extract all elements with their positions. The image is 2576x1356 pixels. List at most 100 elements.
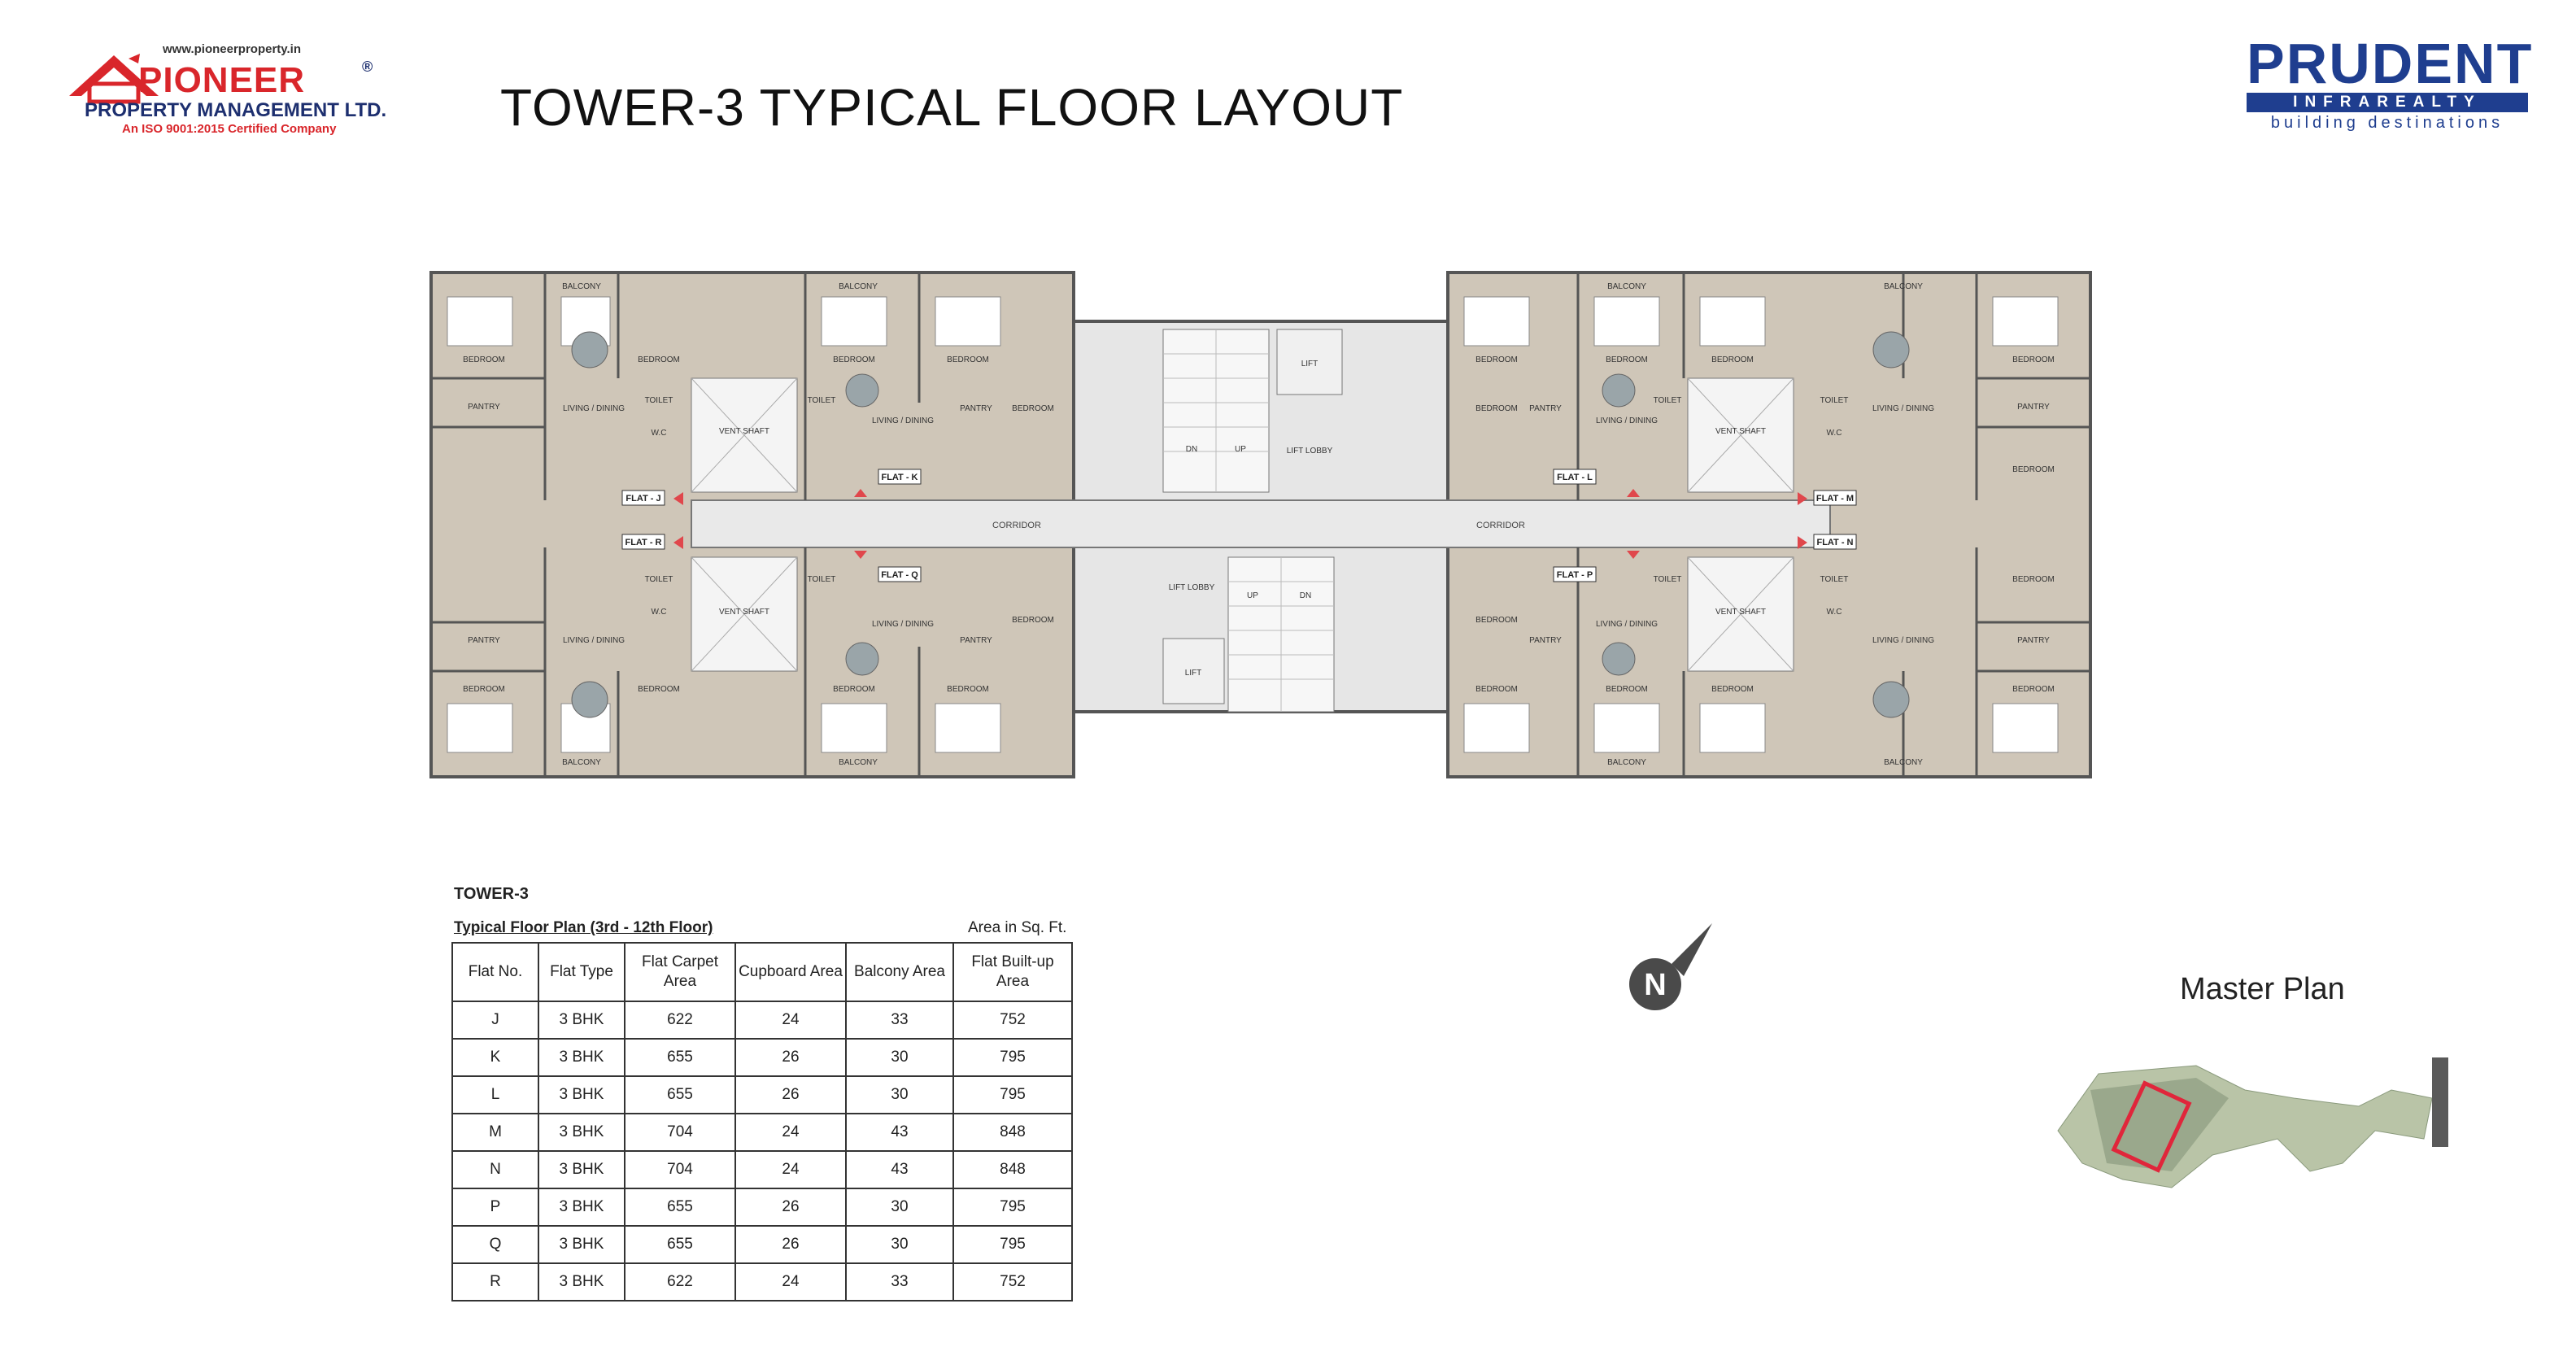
area-table: Flat No. Flat Type Flat Carpet Area Cupb… <box>451 942 1073 1301</box>
room-pantry: PANTRY <box>468 636 500 645</box>
cell-builtup: 795 <box>952 1188 1073 1227</box>
corridor-label-left: CORRIDOR <box>992 521 1041 530</box>
room-toilet: TOILET <box>808 396 836 405</box>
room-pantry: PANTRY <box>1529 404 1562 413</box>
col-header: Flat No. <box>451 942 539 1002</box>
room-balcony: BALCONY <box>1607 282 1646 291</box>
tower-highlight <box>2111 1080 2192 1173</box>
room-toilet: TOILET <box>1820 396 1849 405</box>
room-bedroom: BEDROOM <box>1475 404 1518 413</box>
cell-flat-type: 3 BHK <box>538 1225 625 1264</box>
room-toilet: TOILET <box>1654 575 1682 584</box>
col-header: Balcony Area <box>845 942 954 1002</box>
cell-balcony: 33 <box>845 1262 954 1301</box>
room-living: LIVING / DINING <box>563 404 625 413</box>
cell-balcony: 30 <box>845 1188 954 1227</box>
cell-balcony: 30 <box>845 1225 954 1264</box>
vent-shaft-label: VENT SHAFT <box>1715 608 1766 617</box>
cell-cupboard: 26 <box>734 1038 847 1077</box>
room-balcony: BALCONY <box>1884 758 1923 767</box>
stair-up-label: UP <box>1247 591 1258 600</box>
room-wc: W.C <box>652 429 667 438</box>
lift-label: LIFT <box>1301 360 1319 368</box>
cell-carpet: 655 <box>624 1038 736 1077</box>
cell-balcony: 43 <box>845 1113 954 1152</box>
room-bedroom: BEDROOM <box>1475 355 1518 364</box>
flat-label-k: FLAT - K <box>881 473 918 482</box>
room-bedroom: BEDROOM <box>2012 685 2055 694</box>
cell-carpet: 622 <box>624 1262 736 1301</box>
corridor-label-right: CORRIDOR <box>1476 521 1525 530</box>
cell-flat-type: 3 BHK <box>538 1150 625 1189</box>
lift-lobby-label: LIFT LOBBY <box>1169 583 1215 592</box>
vent-shaft-label: VENT SHAFT <box>1715 427 1766 436</box>
room-toilet: TOILET <box>645 396 673 405</box>
cell-builtup: 795 <box>952 1225 1073 1264</box>
prudent-brand-name: PRUDENT <box>2247 32 2534 95</box>
page-title: TOWER-3 TYPICAL FLOOR LAYOUT <box>500 78 1404 137</box>
entry-arrow-icon <box>854 551 867 559</box>
room-bedroom: BEDROOM <box>1475 685 1518 694</box>
cell-flat-type: 3 BHK <box>538 1188 625 1227</box>
cell-builtup: 752 <box>952 1262 1073 1301</box>
flat-label-l: FLAT - L <box>1557 473 1593 482</box>
room-pantry: PANTRY <box>468 403 500 412</box>
stair-dn-label: DN <box>1186 445 1197 454</box>
room-bedroom: BEDROOM <box>1606 685 1648 694</box>
room-toilet: TOILET <box>645 575 673 584</box>
room-pantry: PANTRY <box>2017 636 2050 645</box>
pioneer-url[interactable]: www.pioneerproperty.in <box>163 42 302 56</box>
cell-flat-type: 3 BHK <box>538 1113 625 1152</box>
room-wc: W.C <box>1827 608 1842 617</box>
registered-mark: ® <box>362 59 373 75</box>
room-living: LIVING / DINING <box>1872 404 1934 413</box>
col-header: Cupboard Area <box>734 942 847 1002</box>
room-living: LIVING / DINING <box>872 620 934 629</box>
room-bedroom: BEDROOM <box>1711 355 1754 364</box>
room-balcony: BALCONY <box>1884 282 1923 291</box>
cell-carpet: 704 <box>624 1150 736 1189</box>
compass-letter: N <box>1644 968 1666 1002</box>
flat-label-r: FLAT - R <box>625 538 661 547</box>
cell-carpet: 655 <box>624 1075 736 1114</box>
house-roof-icon <box>69 54 159 104</box>
room-wc: W.C <box>1827 429 1842 438</box>
prudent-brand-sub: INFRAREALTY <box>2293 94 2482 111</box>
room-bedroom: BEDROOM <box>2012 575 2055 584</box>
room-living: LIVING / DINING <box>1872 636 1934 645</box>
prudent-tagline: building destinations <box>2270 114 2504 132</box>
cell-carpet: 704 <box>624 1113 736 1152</box>
table-subtitle: Typical Floor Plan (3rd - 12th Floor) <box>454 919 713 936</box>
entry-arrow-icon <box>673 536 683 549</box>
room-pantry: PANTRY <box>1529 636 1562 645</box>
stair-dn-label: DN <box>1300 591 1311 600</box>
room-bedroom: BEDROOM <box>1606 355 1648 364</box>
flat-label-p: FLAT - P <box>1557 570 1593 580</box>
table-tower-title: TOWER-3 <box>454 885 529 903</box>
room-bedroom: BEDROOM <box>2012 355 2055 364</box>
col-header: Flat Built-up Area <box>952 942 1073 1002</box>
table-unit: Area in Sq. Ft. <box>968 919 1067 936</box>
lift-bottom <box>1162 638 1225 704</box>
entry-arrow-icon <box>673 492 683 505</box>
cell-builtup: 848 <box>952 1150 1073 1189</box>
room-bedroom: BEDROOM <box>638 685 680 694</box>
cell-flat-no: L <box>451 1075 539 1114</box>
cell-flat-type: 3 BHK <box>538 1038 625 1077</box>
room-pantry: PANTRY <box>2017 403 2050 412</box>
room-toilet: TOILET <box>1820 575 1849 584</box>
room-bedroom: BEDROOM <box>2012 465 2055 474</box>
col-header: Flat Carpet Area <box>624 942 736 1002</box>
flat-label-j: FLAT - J <box>625 494 660 504</box>
cell-flat-no: M <box>451 1113 539 1152</box>
room-living: LIVING / DINING <box>872 416 934 425</box>
pioneer-logo <box>65 41 382 146</box>
cell-balcony: 30 <box>845 1038 954 1077</box>
